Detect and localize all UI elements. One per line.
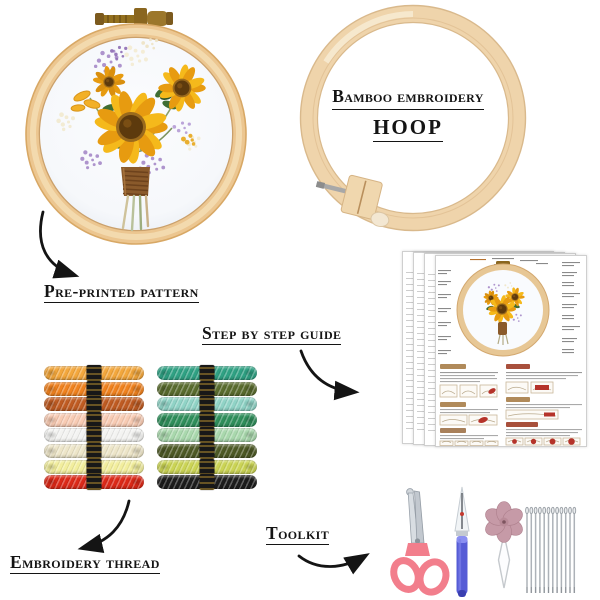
arrow-to-thread-label bbox=[77, 499, 131, 553]
thread-skein-aqua-mint bbox=[157, 396, 257, 413]
thread-label-band bbox=[86, 380, 102, 397]
thread-label-band bbox=[199, 474, 215, 491]
thread-skein-red bbox=[44, 474, 144, 491]
thread-label-band bbox=[199, 442, 215, 459]
thread-column-green bbox=[157, 365, 257, 491]
thread-label: Embroidery thread bbox=[10, 553, 160, 575]
thread-skein-white bbox=[44, 427, 144, 444]
pattern-label-text: Pre-printed pattern bbox=[44, 282, 199, 304]
thread-label-band bbox=[199, 458, 215, 475]
thread-skein-dark-olive bbox=[157, 380, 257, 397]
seam-ripper-icon bbox=[454, 486, 470, 597]
thread-skein-peach bbox=[44, 411, 144, 428]
thread-label-band bbox=[199, 411, 215, 428]
bamboo-hoop-label-line2: HOOP bbox=[373, 115, 443, 142]
toolkit-label-text: Toolkit bbox=[266, 524, 330, 546]
arrow-to-toolkit-items bbox=[297, 553, 370, 575]
thread-label-band bbox=[86, 365, 102, 381]
thread-label-band bbox=[86, 458, 102, 475]
arrow-to-guide-pages bbox=[299, 349, 360, 401]
guide-label-text: Step by step guide bbox=[202, 324, 342, 346]
thread-label-band bbox=[199, 396, 215, 413]
bamboo-hoop-label: Bamboo embroidery HOOP bbox=[305, 86, 511, 142]
guide-page-front bbox=[435, 255, 587, 447]
needles-icon bbox=[525, 506, 577, 593]
thread-label-band bbox=[199, 380, 215, 397]
thread-label-text: Embroidery thread bbox=[10, 553, 160, 575]
thread-skein-pale-yellow bbox=[44, 458, 144, 475]
flower-needle-threader-icon bbox=[485, 501, 523, 589]
thread-skein-jade-green bbox=[157, 411, 257, 428]
thread-column-warm bbox=[44, 365, 144, 491]
thread-skein-moss-green bbox=[157, 442, 257, 459]
thread-skein-orange bbox=[44, 380, 144, 397]
toolkit-items bbox=[390, 486, 577, 597]
toolkit-label: Toolkit bbox=[266, 524, 330, 546]
bamboo-hoop-label-line1: Bamboo embroidery bbox=[332, 86, 484, 110]
thread-skein-golden-yellow bbox=[44, 365, 144, 381]
sunflower-bouquet-pattern bbox=[56, 38, 206, 232]
thread-label-band bbox=[86, 396, 102, 413]
thread-skein-black bbox=[157, 474, 257, 491]
pattern-label: Pre-printed pattern bbox=[44, 282, 199, 304]
guide-label: Step by step guide bbox=[202, 324, 342, 346]
thread-label-band bbox=[86, 474, 102, 491]
pattern-hoop-image bbox=[25, 8, 247, 245]
thread-label-band bbox=[86, 442, 102, 459]
thread-label-band bbox=[86, 411, 102, 428]
thread-label-band bbox=[86, 427, 102, 444]
hoop-clamp-icon bbox=[315, 174, 390, 228]
thread-skein-chartreuse bbox=[157, 458, 257, 475]
thread-skein-teal-green bbox=[157, 365, 257, 381]
thread-skein-mint bbox=[157, 427, 257, 444]
thread-skein-burnt-orange bbox=[44, 396, 144, 413]
bamboo-hoop-image bbox=[299, 4, 527, 232]
scissors-icon bbox=[390, 488, 450, 596]
thread-label-band bbox=[199, 427, 215, 444]
thread-skein-cream bbox=[44, 442, 144, 459]
thread-label-band bbox=[199, 365, 215, 381]
